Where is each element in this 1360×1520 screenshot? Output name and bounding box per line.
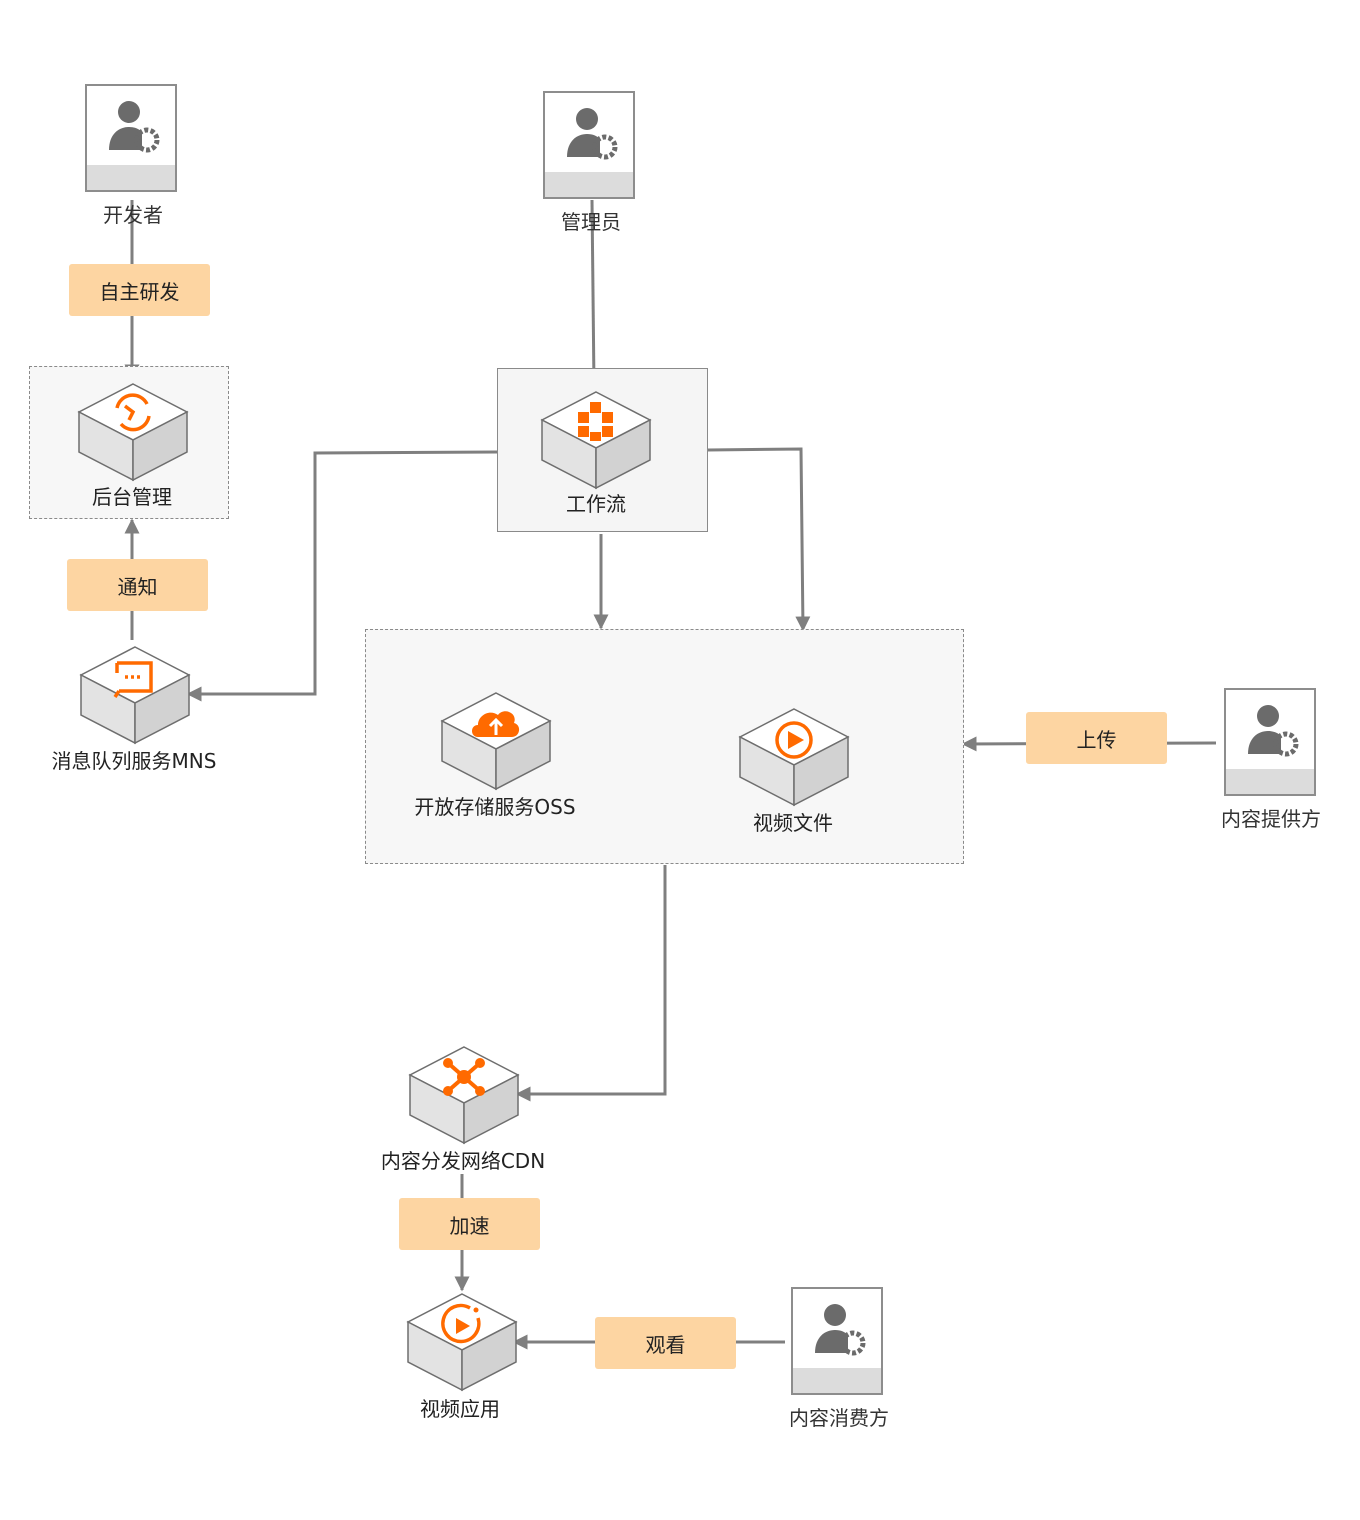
user-gear-icon (1248, 705, 1299, 757)
refresh-cycle-icon (115, 393, 151, 432)
user-gear-icon (109, 101, 160, 153)
developer-label: 开发者 (103, 203, 163, 227)
accelerate-tag: 加速 (399, 1198, 540, 1250)
upload-tag: 上传 (1026, 712, 1167, 764)
watch-tag: 观看 (595, 1317, 736, 1369)
consumer-label: 内容消费方 (789, 1406, 889, 1430)
admin-label: 管理员 (561, 210, 621, 234)
user-gear-icon (815, 1304, 866, 1356)
cdn-node[interactable] (408, 1045, 520, 1145)
consumer-actor[interactable] (791, 1287, 883, 1395)
backend-node[interactable] (77, 382, 189, 482)
message-icon (113, 661, 153, 698)
play-icon (775, 721, 813, 759)
notify-tag: 通知 (67, 559, 208, 611)
oss-label: 开放存储服务OSS (414, 795, 576, 819)
oss-node[interactable] (440, 691, 552, 791)
network-hub-icon (443, 1058, 485, 1096)
provider-actor[interactable] (1224, 688, 1316, 796)
video-app-node[interactable] (406, 1292, 518, 1392)
backend-label: 后台管理 (92, 485, 172, 509)
cloud-upload-icon (472, 711, 520, 737)
cubes-icon (578, 402, 613, 441)
video-file-label: 视频文件 (753, 811, 833, 835)
storage-group (365, 629, 964, 864)
workflow-node[interactable] (540, 390, 652, 490)
edge-workflow-mns (186, 450, 498, 702)
edge-admin-workflow (586, 199, 602, 388)
cdn-label: 内容分发网络CDN (380, 1149, 546, 1173)
workflow-label: 工作流 (566, 492, 626, 516)
user-gear-icon (567, 108, 618, 160)
mns-label: 消息队列服务MNS (51, 749, 217, 773)
edge-workflow-videofile (707, 447, 811, 632)
developer-actor[interactable] (85, 84, 177, 192)
mns-node[interactable] (79, 645, 191, 745)
video-play-icon (441, 1303, 481, 1344)
self-dev-tag: 自主研发 (69, 264, 210, 316)
edge-storage-cdn (515, 865, 667, 1102)
video-file-node[interactable] (738, 707, 850, 807)
provider-label: 内容提供方 (1221, 807, 1321, 831)
admin-actor[interactable] (543, 91, 635, 199)
video-app-label: 视频应用 (420, 1397, 500, 1421)
